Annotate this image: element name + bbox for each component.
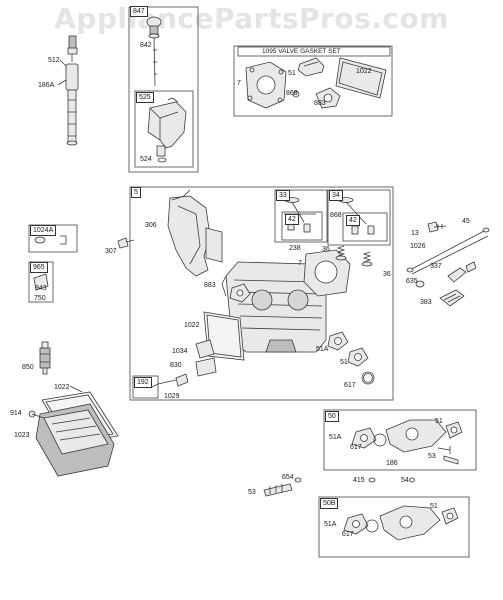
box-label-1024a: 1024A [30, 225, 57, 236]
valve-cover-illustration [28, 403, 115, 477]
part-label-53: 53 [248, 489, 256, 496]
sealant-tube-illustration [39, 341, 51, 375]
box-label-5: 5 [131, 187, 141, 198]
part-label-7-head: 7 [298, 260, 302, 267]
part-label-36a: 36 [322, 246, 330, 253]
breather-parts-illustration [149, 339, 217, 389]
part-label-306: 306 [145, 222, 157, 229]
part-label-617-head: 617 [344, 382, 356, 389]
part-label-1034: 1034 [172, 348, 188, 355]
part-label-512: 512 [48, 57, 60, 64]
group-frame-847 [128, 6, 199, 173]
part-label-654: 654 [282, 474, 294, 481]
part-label-617-50b: 617 [342, 531, 354, 538]
valve-spring-illustration [335, 245, 373, 267]
part-label-51-50b: 51 [430, 503, 438, 510]
box-label-847: 847 [130, 6, 148, 17]
part-label-415: 415 [353, 477, 365, 484]
cylinder-head-illustration [221, 261, 327, 353]
part-label-617-50: 617 [350, 444, 362, 451]
part-label-914: 914 [10, 410, 22, 417]
group-frame-33 [274, 189, 328, 243]
watermark: AppliancePartsPros.com [54, 2, 449, 35]
part-label-830: 830 [170, 362, 182, 369]
part-label-383: 383 [420, 299, 432, 306]
box-label-525: 525 [136, 92, 154, 103]
group-frame-42a [281, 211, 323, 241]
small-hardware-415-54-illustration [368, 477, 415, 483]
part-label-1026: 1026 [410, 243, 426, 250]
part-label-51-head: 51 [340, 359, 348, 366]
gasket-set-illustration [245, 57, 387, 109]
dipstick-housing-illustration [147, 97, 187, 163]
part-label-943: 943 [35, 285, 47, 292]
part-label-51-50: 51 [435, 418, 443, 425]
part-label-1022-kit: 1022 [356, 68, 372, 75]
part-label-1022-cover: 1022 [54, 384, 70, 391]
group-frame-42b [342, 212, 388, 242]
part-label-1023: 1023 [14, 432, 30, 439]
part-label-842: 842 [140, 42, 152, 49]
part-label-883-kit: 883 [314, 100, 326, 107]
part-label-51a-50: 51A [329, 434, 342, 441]
part-label-850: 850 [22, 364, 34, 371]
breather-kit-965-illustration [33, 273, 49, 291]
right-side-hardware-illustration [406, 221, 490, 307]
box-label-50: 50 [325, 411, 339, 422]
part-label-186a: 186A [38, 82, 55, 89]
part-label-51-kit: 51 [288, 70, 296, 77]
group-frame-5 [129, 186, 394, 401]
group-frame-192 [132, 375, 159, 399]
intake-manifold-50-illustration [351, 419, 463, 465]
dipstick-illustration [146, 16, 162, 87]
group-frame-525 [134, 90, 194, 168]
gasket-kit-1024a-illustration [34, 235, 67, 245]
part-label-337: 337 [430, 263, 442, 270]
intake-gaskets-illustration [327, 331, 375, 385]
air-guide-illustration [167, 189, 223, 277]
part-label-186: 186 [386, 460, 398, 467]
dipstick-tube-illustration [65, 35, 79, 146]
exhaust-gasket-883-illustration [229, 283, 251, 303]
kit-title: 1095 VALVE GASKET SET [262, 48, 341, 55]
part-label-238: 238 [289, 245, 301, 252]
part-label-13: 13 [411, 230, 419, 237]
box-label-50b: 50B [320, 498, 339, 509]
part-label-750: 750 [34, 295, 46, 302]
group-frame-50 [323, 409, 477, 471]
part-label-53-50: 53 [428, 453, 436, 460]
box-label-42a: 42 [285, 214, 299, 225]
kit-title-bar [237, 46, 391, 57]
intake-manifold-50b-illustration [343, 505, 459, 541]
valve-gasket-set-frame [233, 45, 393, 117]
part-label-868-kit: 868 [286, 90, 298, 97]
part-label-635: 635 [406, 278, 418, 285]
part-label-868-34: 868 [330, 212, 342, 219]
part-label-45: 45 [462, 218, 470, 225]
group-frame-34 [327, 189, 391, 246]
box-label-192: 192 [134, 377, 152, 388]
stud-654-53-illustration [263, 477, 302, 497]
box-label-33: 33 [276, 190, 290, 201]
screw-307-illustration [117, 237, 135, 249]
head-gasket-illustration [303, 249, 351, 297]
part-label-307: 307 [105, 248, 117, 255]
part-label-883-head: 883 [204, 282, 216, 289]
part-label-1029: 1029 [164, 393, 180, 400]
part-label-36b: 36 [383, 271, 391, 278]
part-label-51a-50b: 51A [324, 521, 337, 528]
box-label-965: 965 [30, 262, 48, 273]
part-label-54: 54 [401, 477, 409, 484]
part-label-7-kit: 7 [237, 80, 241, 87]
part-label-524: 524 [140, 156, 152, 163]
box-label-34: 34 [329, 190, 343, 201]
part-label-51a-head: 51A [316, 346, 329, 353]
box-label-42b: 42 [346, 215, 360, 226]
group-frame-50b [318, 496, 470, 558]
part-label-1022-head: 1022 [184, 322, 200, 329]
